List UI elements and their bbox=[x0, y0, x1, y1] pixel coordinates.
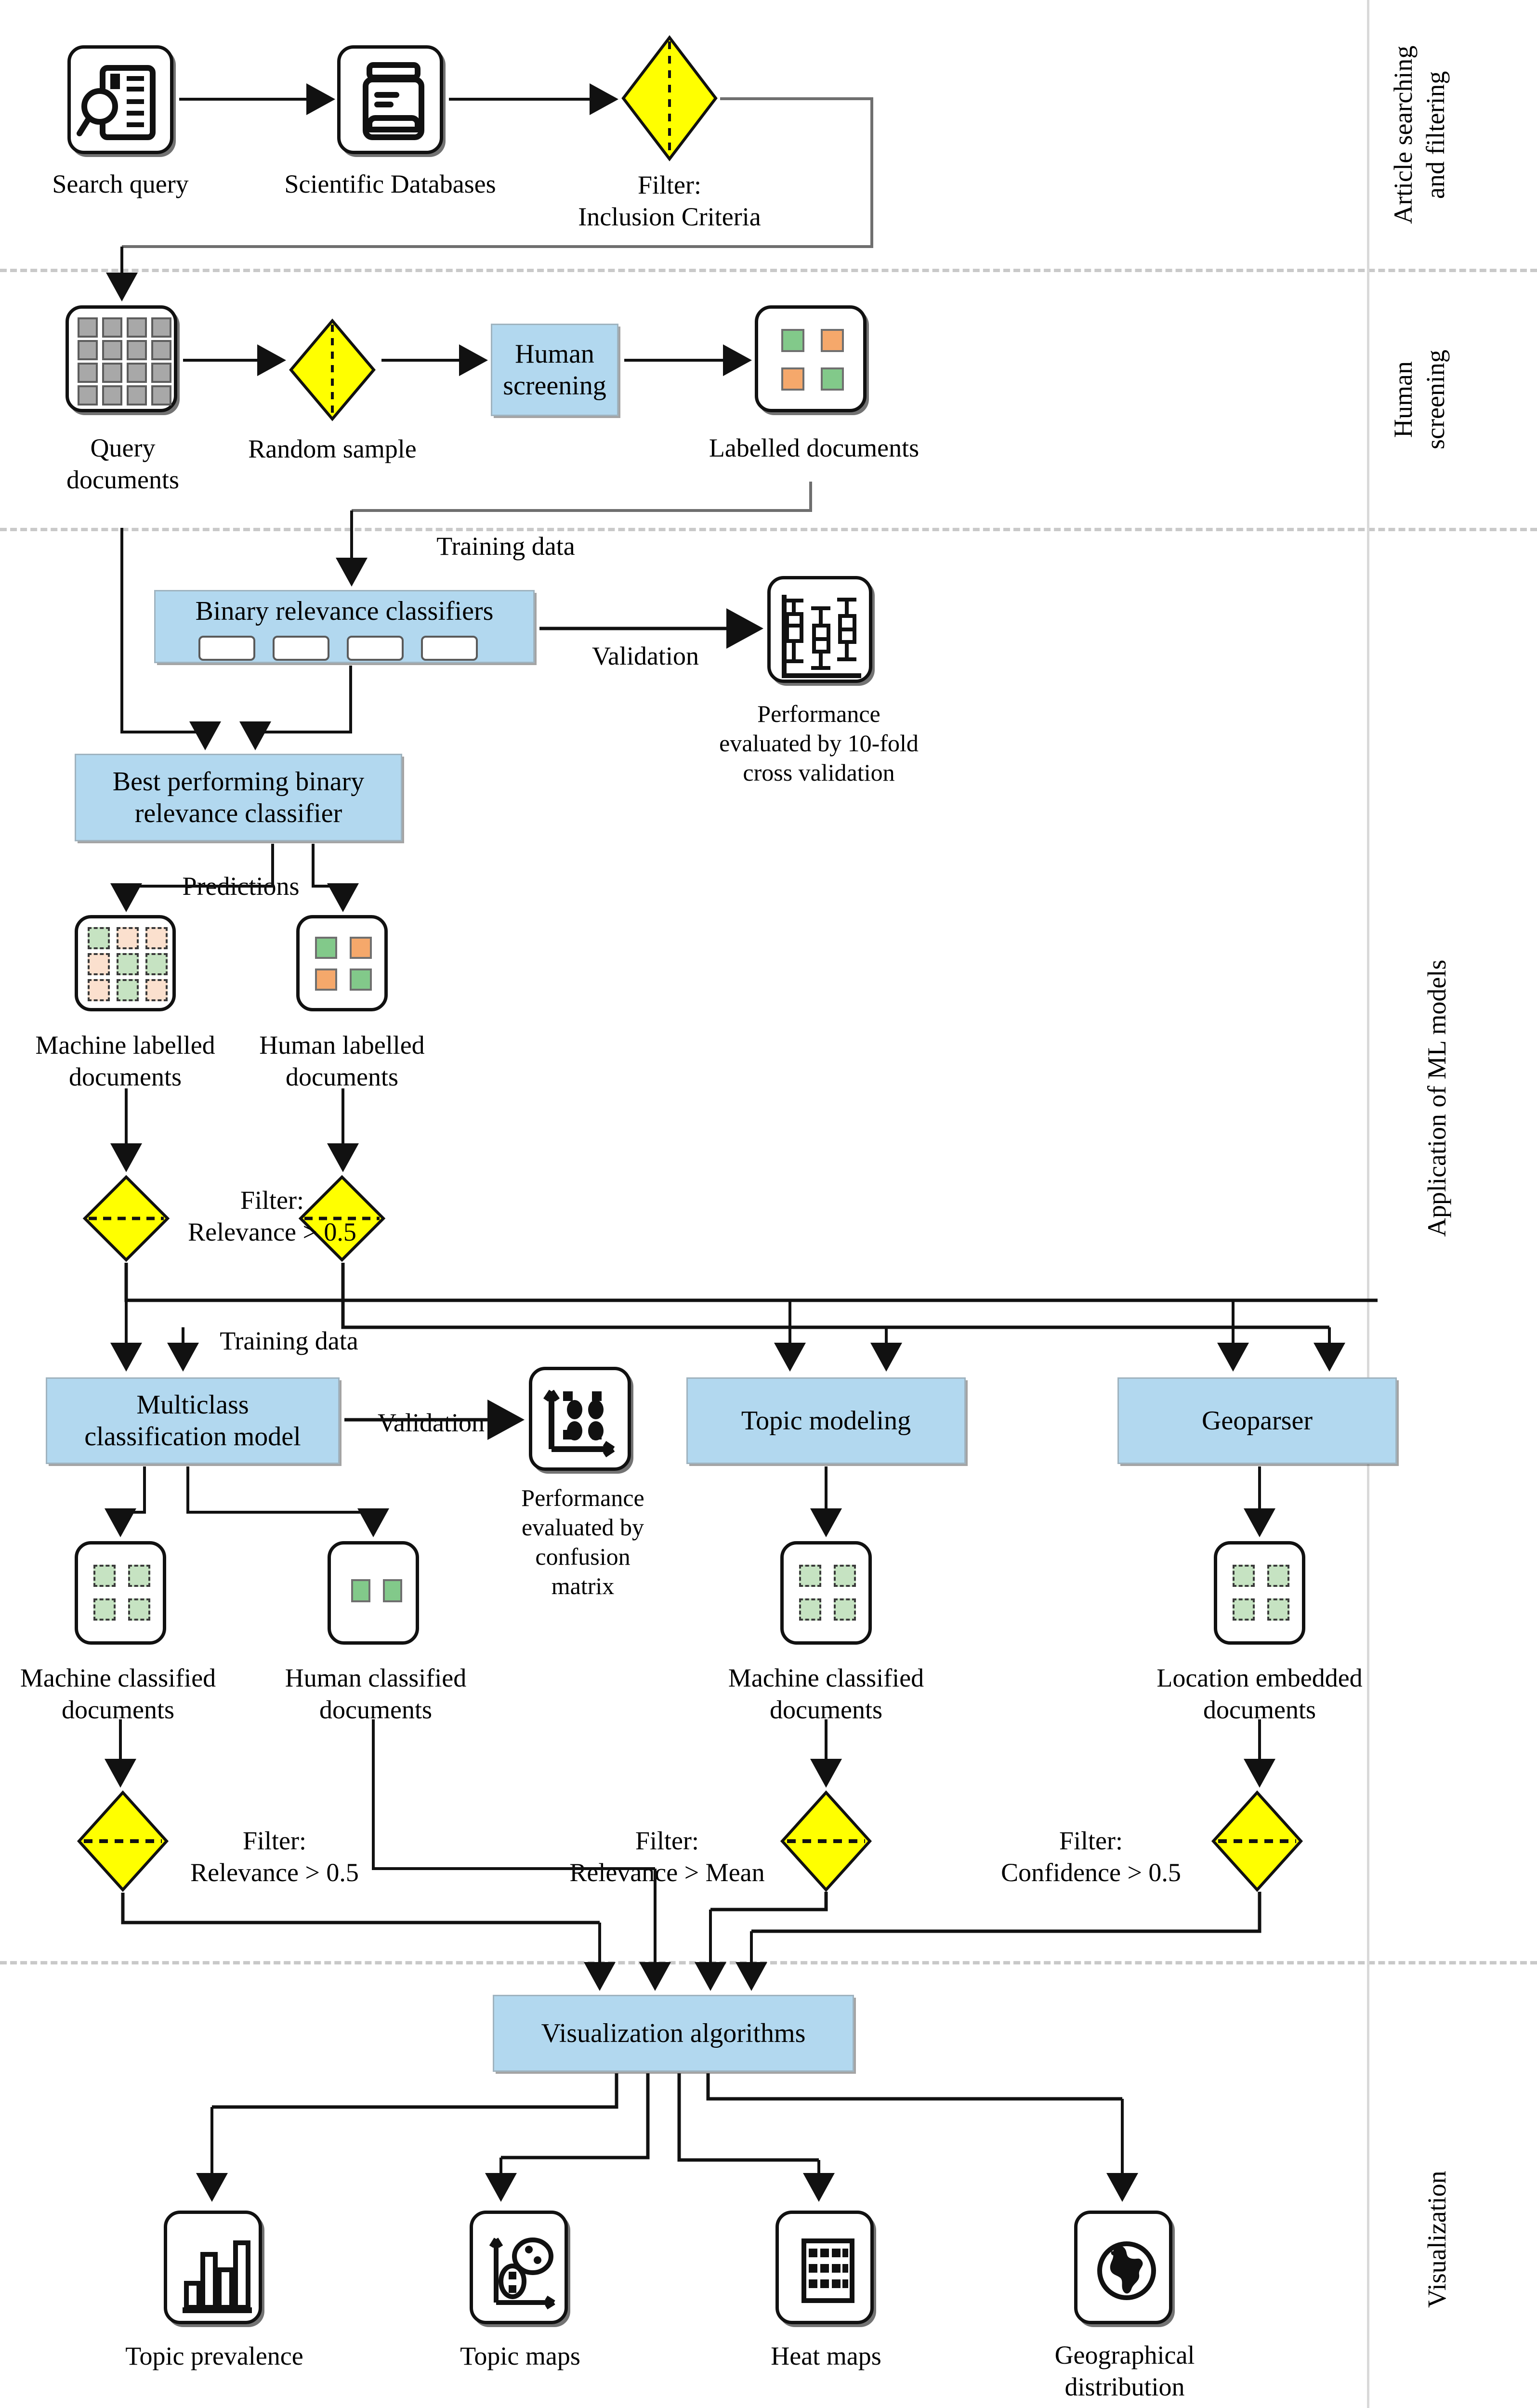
performance-confusion-matrix-label: Performance evaluated by confusion matri… bbox=[521, 1484, 644, 1599]
machine-labelled-documents-label: Machine labelled documents bbox=[35, 1031, 215, 1091]
training-data-label-1: Training data bbox=[436, 532, 575, 561]
topic-prevalence-label: Topic prevalence bbox=[125, 2342, 303, 2370]
binary-relevance-classifiers-label: Binary relevance classifiers bbox=[195, 596, 494, 626]
query-documents-label: Query documents bbox=[66, 433, 179, 494]
confusion-matrix-icon bbox=[543, 1389, 615, 1457]
validation-label-1: Validation bbox=[592, 641, 699, 670]
performance-boxplot-card bbox=[767, 576, 872, 683]
topic-modeling-box[interactable]: Topic modeling bbox=[686, 1377, 966, 1464]
validation-label-2: Validation bbox=[378, 1408, 485, 1437]
filter-relevance-05-label-top: Filter: Relevance > 0.5 bbox=[188, 1186, 356, 1246]
machine-classified-documents-label-mid: Machine classified documents bbox=[728, 1663, 924, 1724]
bar-chart-icon bbox=[183, 2240, 252, 2313]
search-query-label: Search query bbox=[52, 170, 189, 198]
band-label-human-screening: Human screening bbox=[1389, 350, 1450, 450]
machine-classified-documents-card-left bbox=[75, 1541, 166, 1645]
geographical-distribution-card bbox=[1074, 2211, 1172, 2324]
visualization-algorithms-box[interactable]: Visualization algorithms bbox=[493, 1995, 854, 2072]
topic-prevalence-card bbox=[164, 2211, 262, 2324]
geographical-distribution-label: Geographical distribution bbox=[1054, 2341, 1195, 2401]
heat-maps-label: Heat maps bbox=[771, 2342, 881, 2370]
query-documents-card bbox=[66, 305, 177, 412]
machine-classified-documents-card-mid bbox=[780, 1541, 872, 1645]
decision-diamond-icon bbox=[780, 1790, 872, 1892]
human-labelled-documents-label: Human labelled documents bbox=[259, 1031, 425, 1091]
filter-relevance-mean-diamond bbox=[780, 1790, 872, 1892]
inclusion-criteria-diamond bbox=[621, 35, 718, 161]
topic-maps-label: Topic maps bbox=[460, 2342, 580, 2370]
database-archive-icon bbox=[363, 62, 424, 140]
human-labelled-documents-card bbox=[296, 915, 388, 1011]
inclusion-criteria-label: Filter: Inclusion Criteria bbox=[578, 170, 761, 231]
decision-diamond-icon bbox=[621, 35, 718, 161]
human-classified-documents-label: Human classified documents bbox=[285, 1663, 467, 1724]
machine-classified-documents-label-left: Machine classified documents bbox=[20, 1663, 216, 1724]
multiclass-classification-box[interactable]: Multiclass classification model bbox=[46, 1377, 340, 1464]
band-separator-2 bbox=[0, 528, 1537, 531]
boxplot-icon bbox=[782, 595, 861, 678]
globe-icon bbox=[1097, 2241, 1156, 2300]
location-embedded-documents-label: Location embedded documents bbox=[1156, 1663, 1363, 1724]
predictions-label: Predictions bbox=[182, 872, 300, 901]
best-binary-classifier-box[interactable]: Best performing binary relevance classif… bbox=[75, 754, 402, 841]
decision-diamond-icon bbox=[298, 1175, 386, 1262]
filter-relevance-05-diamond-left bbox=[82, 1175, 170, 1262]
search-document-icon bbox=[77, 65, 156, 140]
search-query-card bbox=[67, 45, 173, 154]
filter-relevance-mean-label: Filter: Relevance > Mean bbox=[569, 1826, 765, 1887]
band-label-visualization: Visualization bbox=[1422, 2171, 1451, 2308]
location-embedded-documents-card bbox=[1214, 1541, 1305, 1645]
labelled-documents-label: Labelled documents bbox=[709, 433, 920, 462]
human-screening-box[interactable]: Human screening bbox=[491, 324, 618, 416]
performance-cross-validation-label: Performance evaluated by 10-fold cross v… bbox=[719, 700, 919, 786]
random-sample-label: Random sample bbox=[248, 434, 417, 463]
topic-maps-card bbox=[470, 2211, 568, 2324]
decision-diamond-icon bbox=[289, 318, 376, 421]
band-gutter-divider bbox=[1367, 0, 1369, 2408]
decision-diamond-icon bbox=[1211, 1790, 1303, 1892]
random-sample-diamond bbox=[289, 318, 376, 421]
filter-confidence-05-diamond bbox=[1211, 1790, 1303, 1892]
human-classified-documents-card bbox=[328, 1541, 419, 1645]
scientific-databases-label: Scientific Databases bbox=[284, 170, 496, 198]
band-separator-3 bbox=[0, 1961, 1537, 1964]
heat-maps-card bbox=[775, 2211, 874, 2324]
confusion-matrix-card bbox=[529, 1367, 631, 1471]
filter-relevance-05-diamond-right bbox=[298, 1175, 386, 1262]
geoparser-box[interactable]: Geoparser bbox=[1117, 1377, 1397, 1464]
decision-diamond-icon bbox=[77, 1790, 169, 1892]
scientific-databases-card bbox=[337, 45, 443, 154]
band-label-application-ml: Application of ML models bbox=[1422, 959, 1451, 1237]
band-label-article-searching: Article searching and filtering bbox=[1389, 45, 1450, 224]
filter-relevance-05-label-bottom: Filter: Relevance > 0.5 bbox=[190, 1826, 359, 1887]
filter-relevance-05-diamond-bottom bbox=[77, 1790, 169, 1892]
machine-labelled-documents-card bbox=[75, 915, 176, 1011]
filter-confidence-05-label: Filter: Confidence > 0.5 bbox=[1001, 1826, 1181, 1887]
labelled-documents-card bbox=[755, 305, 867, 412]
band-separator-1 bbox=[0, 269, 1537, 272]
decision-diamond-icon bbox=[82, 1175, 170, 1262]
scatter-bubble-icon bbox=[489, 2238, 555, 2310]
training-data-label-2: Training data bbox=[220, 1326, 358, 1355]
heatmap-grid-icon bbox=[801, 2238, 854, 2303]
